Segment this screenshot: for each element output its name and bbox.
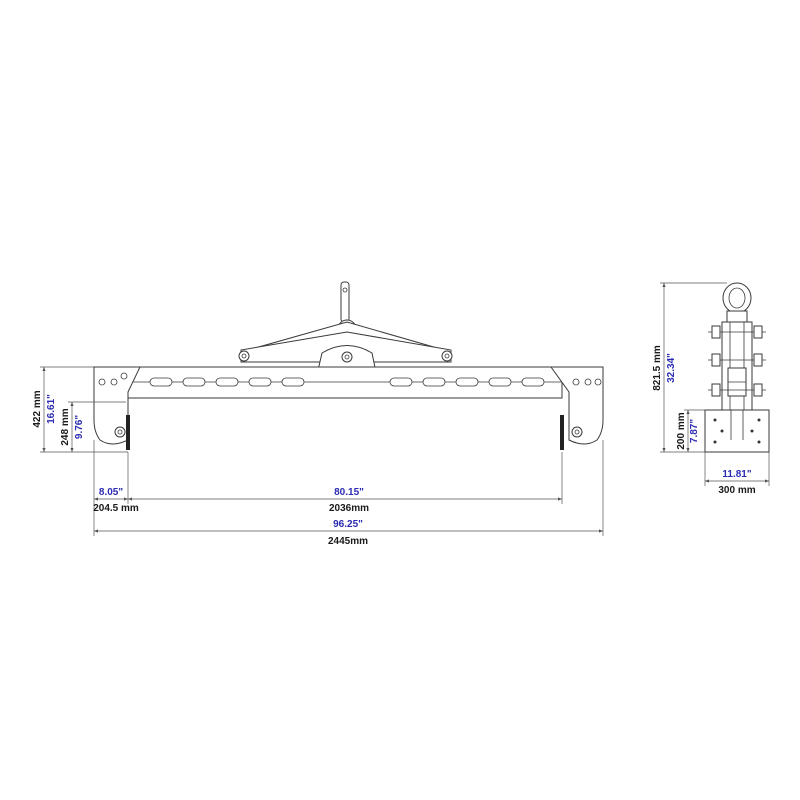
side-pad-width-mm: 300 mm [718, 485, 755, 496]
main-beam [124, 366, 563, 399]
right-jaw-pad [560, 415, 564, 450]
front-jaw-span-in: 80.15" [334, 487, 364, 498]
side-body [721, 321, 753, 411]
dim-front-jaw-height: 248 mm 9.76" [60, 401, 126, 452]
side-pad-height-in: 7.87" [689, 419, 700, 443]
beam-slots [149, 377, 545, 387]
front-overall-length-mm: 2445mm [328, 536, 368, 547]
dim-side-pad-height: 200 mm 7.87" [676, 409, 705, 452]
front-end-offset-mm: 204.5 mm [93, 503, 139, 514]
side-total-height-mm: 821.5 mm [652, 345, 663, 391]
right-jaw-bracket [550, 366, 604, 450]
dim-side-total-height: 821.5 mm 32.34" [652, 282, 727, 453]
front-jaw-height-mm: 248 mm [60, 408, 71, 445]
front-jaw-height-in: 9.76" [74, 415, 85, 439]
side-pad-plate [704, 409, 770, 453]
dim-front-end-offset: 8.05" 204.5 mm [93, 487, 139, 514]
front-overall-length-in: 96.25" [333, 519, 363, 530]
dim-front-jaw-span: 80.15" 2036mm [127, 487, 562, 514]
front-total-height-mm: 422 mm [32, 390, 43, 427]
front-view: 422 mm 16.61" 248 mm 9.76" 8.05" 204.5 m… [32, 281, 604, 547]
dim-front-total-height: 422 mm 16.61" [32, 366, 128, 453]
side-total-height-in: 32.34" [666, 353, 677, 383]
side-pad-height-mm: 200 mm [676, 412, 687, 449]
front-total-height-in: 16.61" [46, 394, 57, 424]
side-bolts [708, 325, 766, 397]
side-pad-width-in: 11.81" [722, 469, 751, 480]
front-end-offset-in: 8.05" [99, 487, 123, 498]
dim-front-overall-length: 96.25" 2445mm [94, 519, 603, 547]
dim-side-pad-width: 11.81" 300 mm [704, 452, 770, 496]
left-jaw-bracket [93, 366, 141, 450]
side-view: 821.5 mm 32.34" 200 mm 7.87" 11.81" 300 … [652, 282, 770, 496]
front-jaw-span-mm: 2036mm [329, 503, 369, 514]
side-eye-shackle [722, 282, 752, 326]
left-jaw-pad [126, 415, 130, 450]
